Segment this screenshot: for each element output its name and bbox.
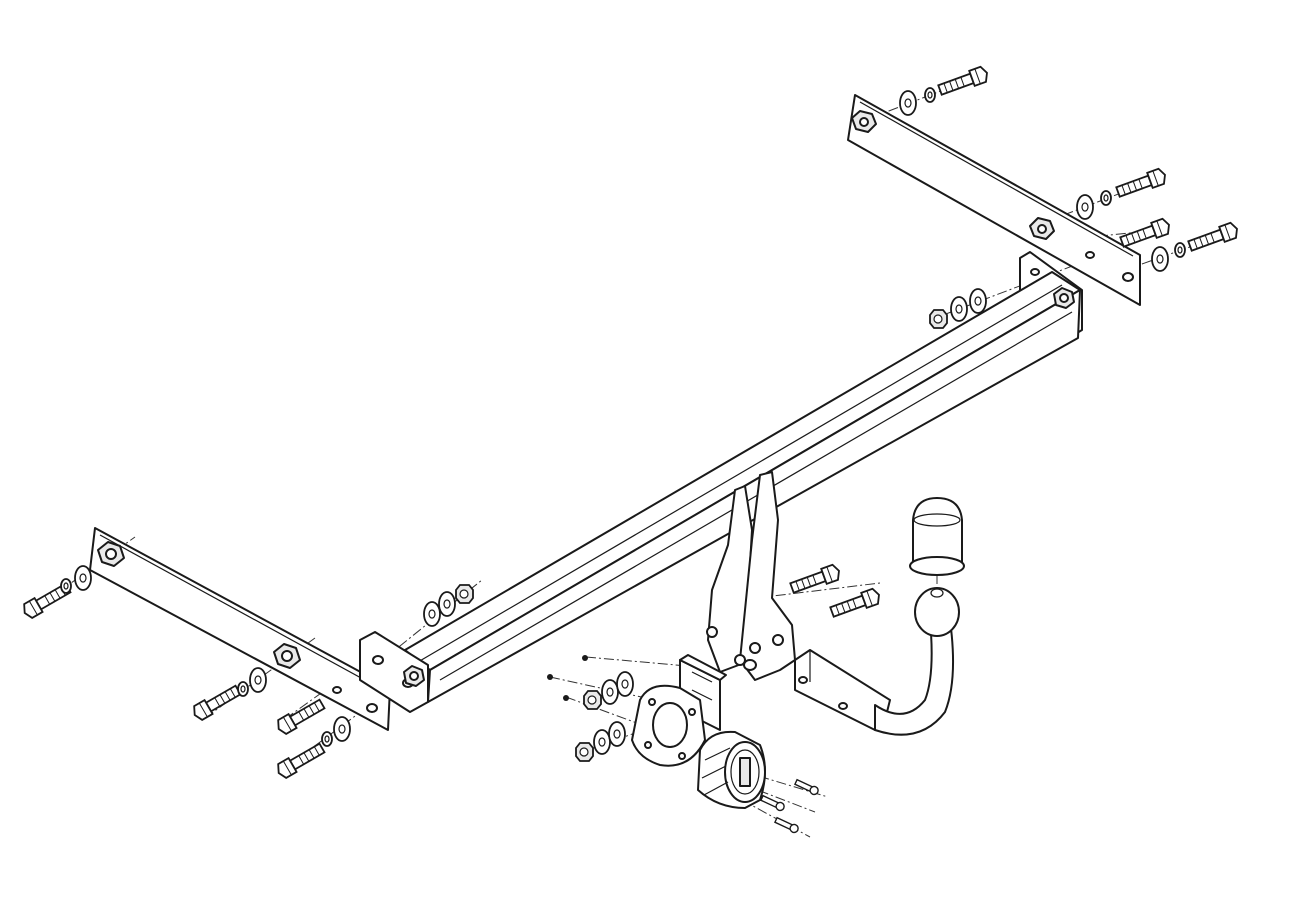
hex-nut bbox=[583, 690, 602, 710]
left-bracket-welded-nut-top bbox=[97, 541, 125, 567]
left-bracket-fasteners-top bbox=[19, 565, 92, 621]
left-bracket-fasteners-lower bbox=[273, 696, 351, 781]
hex-nut bbox=[575, 742, 594, 762]
left-side-bracket bbox=[89, 527, 391, 731]
hex-bolt bbox=[189, 682, 243, 723]
hex-nut bbox=[455, 584, 474, 604]
spring-washer bbox=[1174, 242, 1186, 258]
left-bracket-welded-nut-bottom bbox=[273, 643, 301, 669]
right-side-bracket bbox=[847, 94, 1141, 306]
hex-bolt bbox=[828, 586, 883, 621]
flat-washer bbox=[601, 679, 619, 705]
flat-washer bbox=[608, 721, 626, 747]
flat-washer bbox=[969, 288, 987, 314]
right-bracket-welded-nut-top bbox=[851, 110, 877, 133]
socket-fasteners bbox=[547, 655, 634, 762]
hex-bolt bbox=[1186, 220, 1241, 255]
hex-bolt bbox=[1114, 166, 1169, 201]
hex-bolt bbox=[273, 740, 327, 781]
right-bracket-fasteners-mid bbox=[1076, 166, 1169, 220]
ball-cover-cap bbox=[909, 497, 965, 576]
spring-washer bbox=[237, 681, 249, 697]
flat-washer bbox=[616, 671, 634, 697]
flat-washer bbox=[423, 601, 441, 627]
hex-bolt bbox=[1118, 216, 1173, 251]
tow-neck bbox=[794, 619, 955, 736]
hex-bolt bbox=[936, 64, 991, 99]
flat-washer bbox=[899, 90, 917, 116]
hex-bolt bbox=[273, 696, 327, 737]
assembly-axis-lines bbox=[27, 73, 1233, 838]
hex-nut bbox=[929, 309, 948, 329]
spring-washer bbox=[60, 578, 72, 594]
flat-washer bbox=[74, 565, 92, 591]
crossbar-left-nut bbox=[403, 665, 425, 687]
socket-mounting-plate bbox=[631, 654, 727, 767]
flat-washer bbox=[950, 296, 968, 322]
electrical-socket bbox=[697, 730, 766, 809]
right-bracket-fasteners-top bbox=[899, 64, 991, 116]
tow-mounting-lugs bbox=[706, 471, 796, 681]
flat-washer bbox=[1151, 246, 1169, 272]
right-bracket-welded-nut-bottom bbox=[1029, 217, 1055, 240]
socket-screws bbox=[759, 777, 821, 835]
spring-washer bbox=[924, 87, 936, 103]
flat-washer bbox=[1076, 194, 1094, 220]
tow-ball bbox=[914, 587, 960, 637]
tow-neck-bolts bbox=[788, 562, 883, 621]
crossbar-right-nut bbox=[1053, 287, 1075, 309]
flat-washer bbox=[249, 667, 267, 693]
flat-washer bbox=[438, 591, 456, 617]
small-screw bbox=[547, 674, 553, 680]
small-screw bbox=[759, 793, 787, 813]
crossbar bbox=[359, 251, 1083, 713]
spring-washer bbox=[321, 731, 333, 747]
spring-washer bbox=[1100, 190, 1112, 206]
small-screw bbox=[563, 695, 569, 701]
left-bracket-fasteners-mid bbox=[189, 667, 267, 723]
small-screw bbox=[582, 655, 588, 661]
flat-washer bbox=[333, 716, 351, 742]
flat-washer bbox=[593, 729, 611, 755]
small-screw bbox=[793, 777, 821, 797]
small-screw bbox=[773, 815, 801, 835]
